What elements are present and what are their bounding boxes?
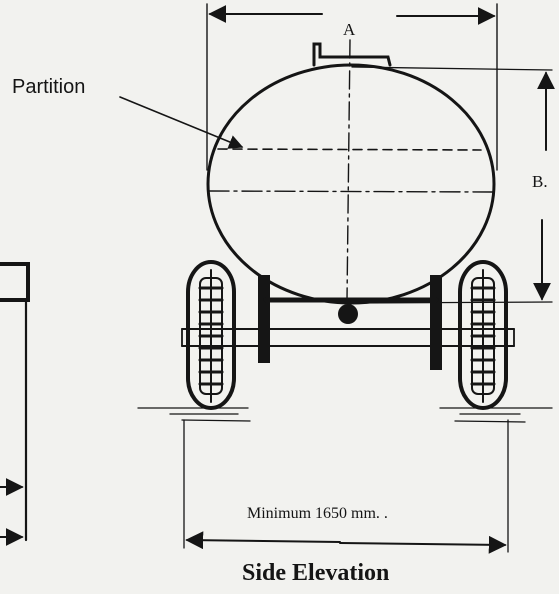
wheel-right [458, 260, 508, 410]
drawing-title: Side Elevation [242, 560, 390, 586]
chassis-leg-left [258, 275, 270, 363]
min-width-arrow-left [185, 531, 341, 550]
partition-label: Partition [12, 76, 86, 98]
dimension-a-label: A [343, 20, 356, 39]
tank-horizontal-centerline [208, 190, 494, 193]
partition-leader-line [119, 96, 244, 149]
partition-line [217, 148, 482, 151]
drain-valve [338, 304, 358, 324]
adjacent-view-fragment [0, 262, 30, 546]
min-width-arrow-right [339, 535, 507, 554]
tank-vertical-centerline [346, 39, 351, 301]
minimum-width-label: Minimum 1650 mm. . [247, 505, 388, 522]
ground-left [137, 407, 251, 422]
chassis-leg-right [430, 275, 442, 370]
tank-shell [206, 63, 496, 305]
dimension-b-extension-bottom [351, 301, 553, 304]
tank-filler-hatch [312, 42, 392, 67]
dimension-b-label: B. [532, 172, 548, 191]
wheel-left [186, 260, 236, 410]
ground-right [439, 407, 553, 423]
